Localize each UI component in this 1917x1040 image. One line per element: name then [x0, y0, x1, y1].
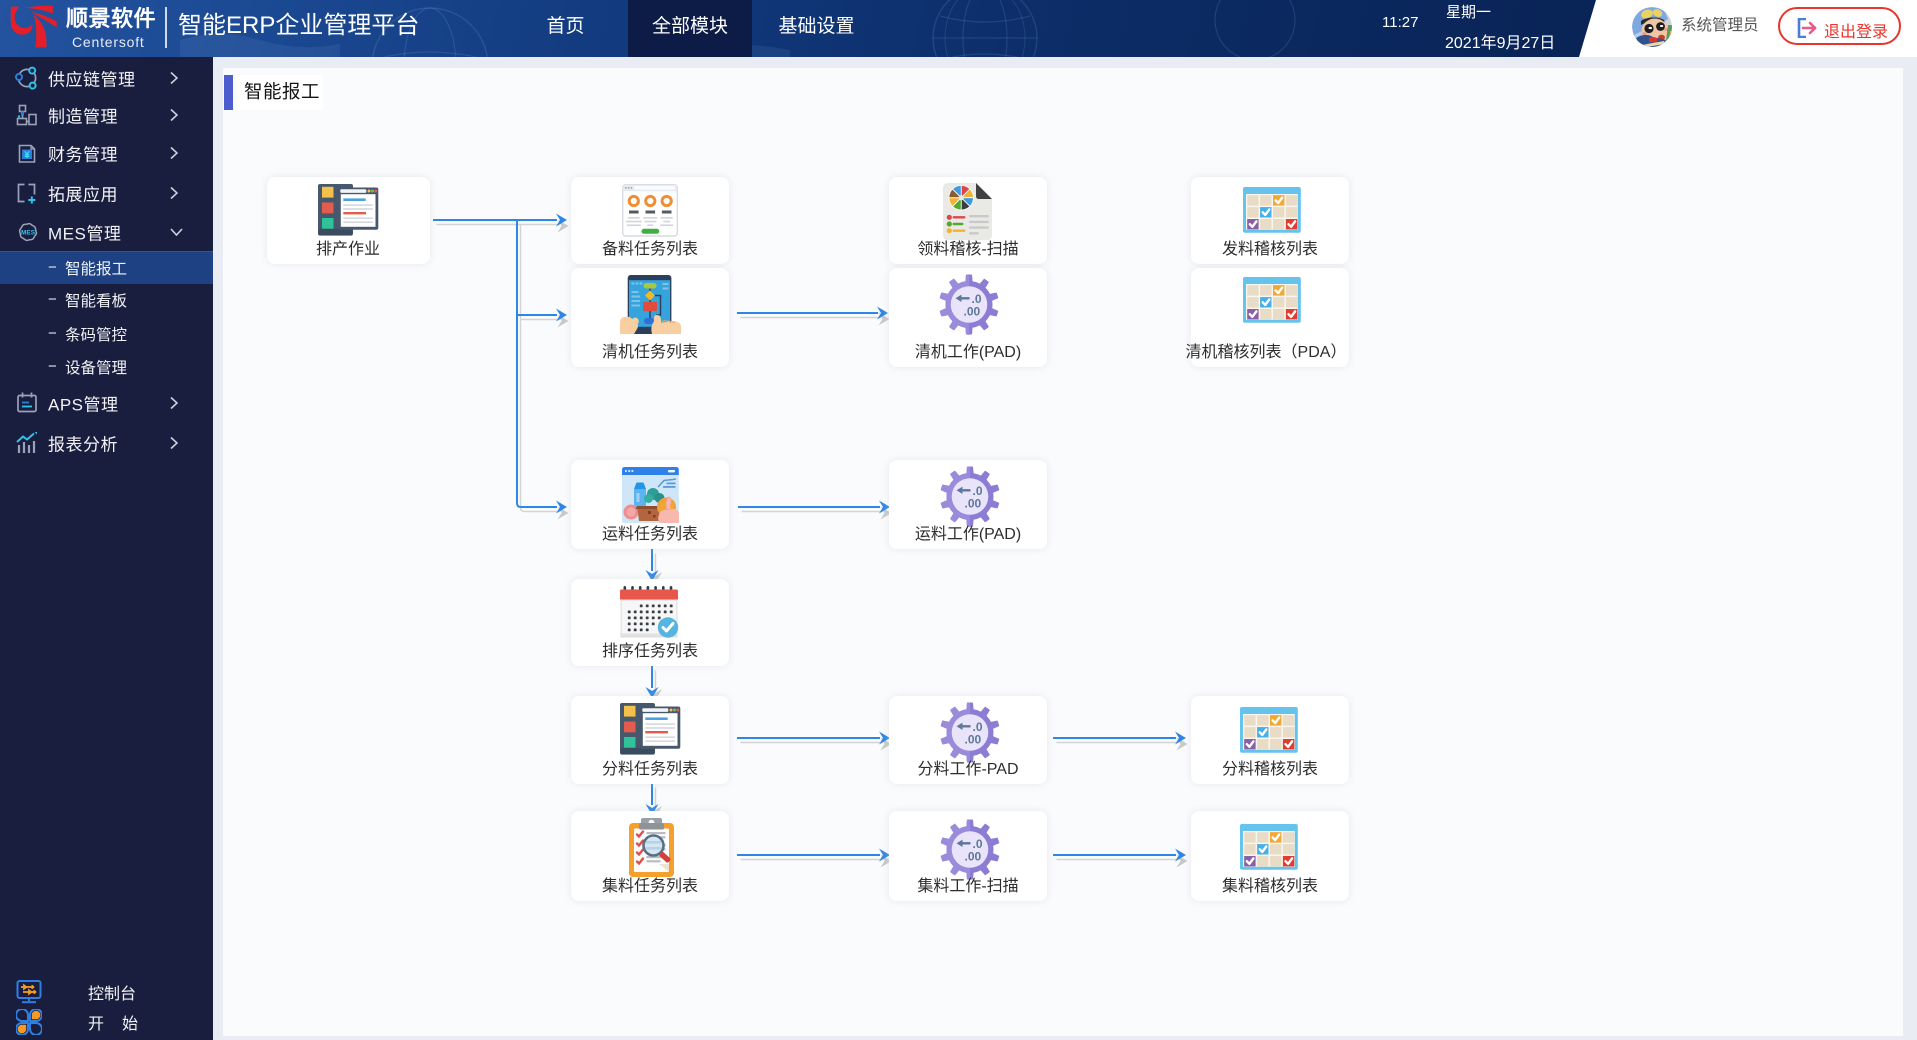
svg-text:MES: MES	[21, 229, 36, 236]
